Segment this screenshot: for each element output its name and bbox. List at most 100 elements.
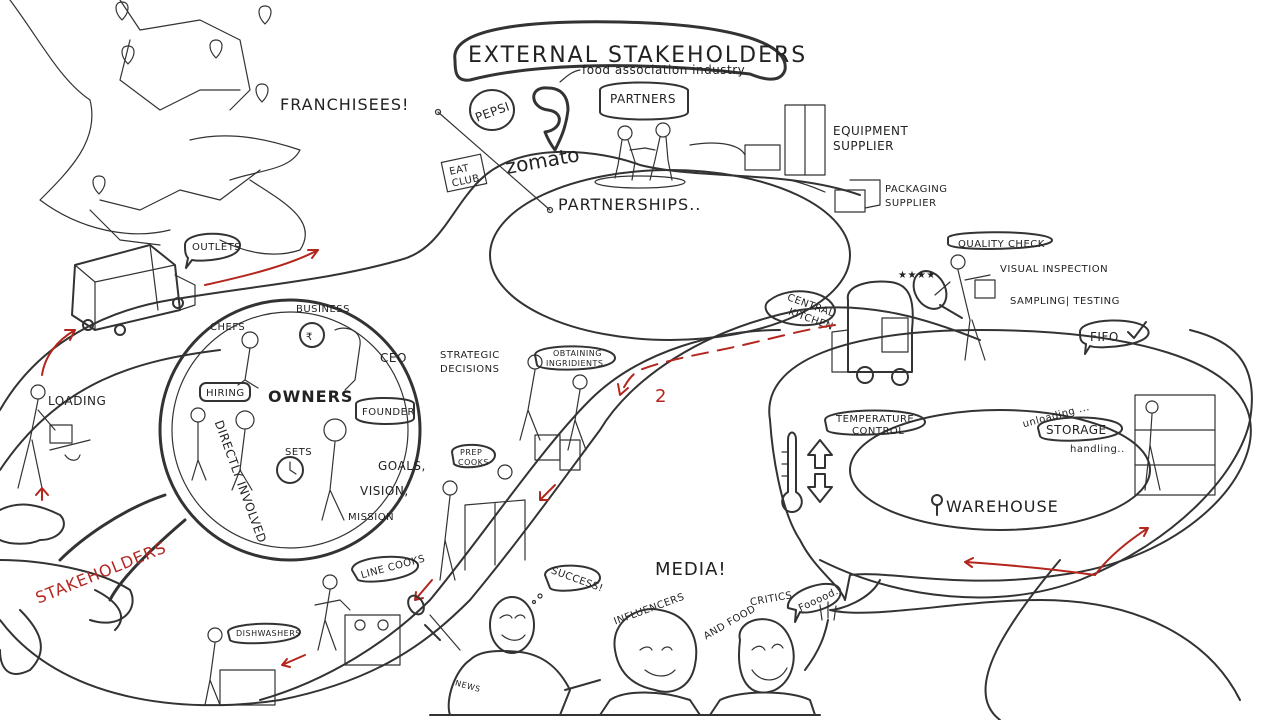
partnerships-label: PARTNERSHIPS..: [558, 195, 701, 214]
line-cooks-bubble: LINE COOKS: [351, 553, 427, 583]
dishwasher-figure: [204, 627, 276, 706]
central-kitchen-truck-icon: [831, 280, 914, 386]
media-group: MEDIA! SUCCESS! INFLUENCERS AND FOOD CRI…: [407, 559, 842, 716]
delivery-truck-icon: [71, 244, 196, 336]
mission-label: MISSION: [348, 512, 394, 523]
map-pin-icon: [209, 39, 223, 59]
stakeholders-hand: [0, 503, 134, 675]
external-stakeholders-title: EXTERNAL STAKEHOLDERS: [468, 43, 807, 68]
warehouse-out-arrow: [1094, 527, 1149, 576]
outlets-label: OUTLETS: [192, 242, 241, 253]
warehouse-group: TEMPERATURE CONTROL unloading ... STORAG…: [768, 329, 1252, 601]
stakeholders-to-loading-arrow: [35, 487, 49, 501]
foood-bubble: Fooood.: [786, 582, 842, 623]
temperature-label-1: TEMPERATURE: [835, 414, 914, 425]
dishwashers-arrow: [281, 654, 306, 668]
temperature-label-2: CONTROL: [852, 426, 904, 437]
rating-stars-icon: ★★★★: [898, 270, 936, 281]
up-down-arrows-icon: [807, 439, 833, 503]
critic-figure: [709, 601, 837, 716]
partners-label: PARTNERS: [610, 92, 676, 106]
outlets-arrow: [204, 249, 319, 286]
central-kitchen-group: QUALITY CHECK VISUAL INSPECTION SAMPLING…: [617, 231, 1150, 407]
sampling-testing-label: SAMPLING| TESTING: [1010, 296, 1120, 307]
stakeholders-title: STAKEHOLDERS: [33, 538, 169, 608]
hiring-sign: HIRING: [199, 382, 251, 402]
pepsi-logo: PEPSI: [469, 89, 515, 131]
fifo-bubble: FIFO: [1079, 319, 1150, 355]
franchise-map: [9, 0, 306, 255]
packaging-supplier-icon: [834, 179, 881, 213]
warehouse-label: WAREHOUSE: [946, 497, 1059, 516]
prep-arrow: [539, 484, 556, 501]
packaging-supplier-label-2: SUPPLIER: [885, 198, 937, 209]
owners-figures: [190, 327, 361, 521]
hiring-label: HIRING: [206, 388, 245, 399]
directly-involved-magnifier: DIRECTLY INVOLVED CHEFS BUSINESS CEO HIR…: [58, 298, 426, 602]
prep-cooks-label-2: COOKS: [458, 458, 489, 467]
visual-inspection-label: VISUAL INSPECTION: [1000, 264, 1108, 275]
partners-badge: PARTNERS: [599, 81, 689, 121]
founder-bubble: FOUNDER: [355, 397, 415, 425]
distribution-group: OUTLETS LOADING: [17, 232, 319, 501]
external-stakeholders-group: EXTERNAL STAKEHOLDERS food association i…: [280, 20, 948, 341]
temperature-control-badge: TEMPERATURE CONTROL: [824, 409, 926, 437]
prep-cooks-bubble: PREP COOKS: [451, 443, 496, 469]
route-step-number: 2: [655, 386, 667, 407]
loading-worker-figure: [17, 384, 91, 489]
equipment-supplier-icon: [744, 104, 826, 176]
map-pin-icon: [121, 45, 135, 65]
map-pin-icon: [92, 175, 106, 195]
quality-check-badge: QUALITY CHECK: [947, 231, 1054, 250]
route-2-dashed: [619, 324, 836, 396]
pepsi-logo-text: PEPSI: [473, 99, 511, 124]
warehouse-in-arrow: [964, 557, 1096, 576]
svg-text:₹: ₹: [306, 332, 313, 343]
packaging-supplier-label-1: PACKAGING: [885, 184, 948, 195]
handling-label: handling..: [1070, 444, 1125, 455]
goals-label: GOALS,: [378, 459, 426, 473]
franchisees-label: FRANCHISEES!: [280, 95, 409, 114]
ceo-label: CEO: [380, 351, 407, 365]
warehouse-bubble: [768, 329, 1252, 601]
supply-staff-figures: [519, 354, 588, 471]
storage-badge: STORAGE: [1037, 416, 1123, 442]
reporter-figure: [407, 594, 601, 716]
prep-station-figure: [439, 464, 526, 581]
strategic-decisions-label-1: STRATEGIC: [440, 350, 500, 361]
media-label: MEDIA!: [655, 559, 727, 580]
magnifier-icon: [912, 270, 963, 319]
quality-check-label: QUALITY CHECK: [958, 239, 1045, 250]
obtaining-label-2: INGRIDIENTS: [546, 359, 603, 368]
clock-icon: [276, 456, 304, 484]
swiggy-logo: [532, 86, 570, 152]
strategic-decisions-label-2: DECISIONS: [440, 364, 499, 375]
zomato-logo: zomato: [504, 142, 582, 179]
critics-label: CRITICS: [749, 590, 793, 608]
eat-club-logo: EAT CLUB: [440, 153, 488, 193]
obtaining-ingredients-bubble: OBTAINING INGRIDIENTS: [534, 345, 616, 371]
success-bubble: SUCCESS!: [531, 564, 605, 605]
owners-label: OWNERS: [268, 387, 353, 406]
warehouse-ellipse: [849, 409, 1151, 531]
inspector-figure: [934, 254, 996, 361]
loading-label: LOADING: [48, 394, 106, 408]
stove-figure: [314, 574, 401, 666]
microphone-icon: [407, 594, 425, 616]
storage-label: STORAGE: [1046, 423, 1107, 437]
equipment-supplier-label-2: SUPPLIER: [833, 139, 894, 153]
dishwashers-label: DISHWASHERS: [236, 629, 301, 638]
map-pin-icon: [255, 83, 269, 103]
map-pin-icon: [115, 1, 129, 21]
fifo-label: FIFO: [1090, 330, 1119, 344]
business-label: BUSINESS: [296, 304, 350, 315]
warehouse-pin-icon: [931, 494, 943, 516]
founder-label: FOUNDER: [362, 407, 415, 418]
prep-cooks-label-1: PREP: [460, 448, 482, 457]
equipment-supplier-label-1: EQUIPMENT: [833, 124, 908, 138]
obtaining-label-1: OBTAINING: [553, 349, 602, 358]
checkmark-icon: [1127, 321, 1147, 339]
coin-icon: ₹: [299, 322, 325, 348]
chefs-label: CHEFS: [210, 322, 245, 333]
